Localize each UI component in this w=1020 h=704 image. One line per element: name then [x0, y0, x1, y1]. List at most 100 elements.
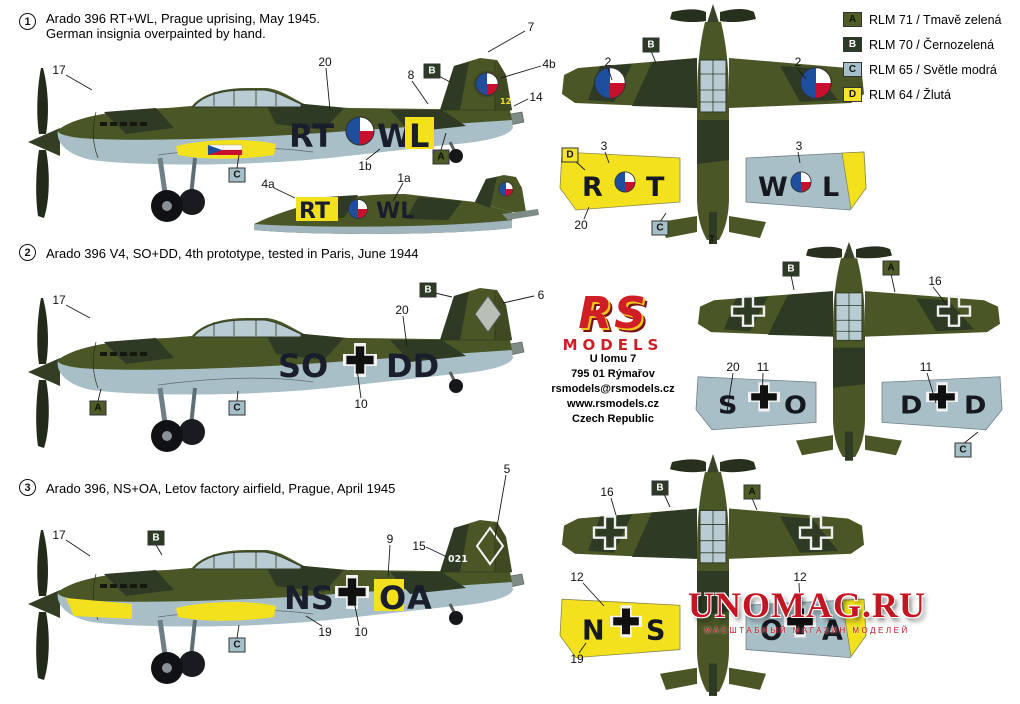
- color-badge: B: [782, 261, 800, 277]
- callout-number: 3: [795, 139, 803, 153]
- profile-1-side-view: 12 RT W L: [8, 38, 548, 248]
- callout-number: 11: [756, 360, 770, 374]
- top-view-3: N S O A: [559, 453, 867, 697]
- lower-wing-code: S: [718, 391, 737, 420]
- lower-wing-code: O: [784, 391, 807, 420]
- fin-roundel: [475, 72, 499, 96]
- inset-roundel: [348, 199, 368, 219]
- fuselage-code-left: SO: [278, 347, 328, 385]
- color-badge: A: [743, 484, 761, 500]
- callout-number: 16: [928, 274, 942, 288]
- callout-number: 4a: [261, 177, 275, 191]
- czech-flag-triangle: [208, 145, 222, 155]
- lower-wing-roundel-right: [790, 171, 812, 193]
- lower-wing-code: A: [822, 615, 843, 646]
- legend-label: RLM 70 / Černozelená: [869, 37, 995, 52]
- callout-number: 17: [52, 528, 66, 542]
- color-badge: B: [423, 63, 441, 79]
- section-3-title: Arado 396, NS+OA, Letov factory airfield…: [46, 481, 396, 496]
- profile-3-side-view: 021 NS O A: [8, 500, 548, 704]
- yellow-wingtip: [841, 598, 867, 658]
- color-badge: B: [651, 480, 669, 496]
- callout-number: 5: [503, 462, 511, 476]
- callout-number: 4b: [542, 57, 556, 71]
- section-2-number: 2: [19, 244, 36, 261]
- lower-wing-left: [695, 376, 817, 431]
- callout-number: 1a: [397, 171, 411, 185]
- callout-number: 20: [726, 360, 740, 374]
- address-line: rsmodels@rsmodels.cz: [551, 383, 675, 395]
- yellow-wingtip: [841, 151, 867, 211]
- yellow-code-panel: [405, 117, 434, 149]
- callout-number: 17: [52, 63, 66, 77]
- watermark: UNOMAG.RU МАСШТАБНЫЙ МАГАЗИН МОДЕЛЕЙ: [676, 586, 938, 635]
- lower-wing-roundel-left: [614, 171, 636, 193]
- legend-label: RLM 71 / Tmavě zelená: [869, 12, 1002, 27]
- callout-number: 12: [793, 570, 807, 584]
- callout-number: 20: [318, 55, 332, 69]
- watermark-subtitle: МАСШТАБНЫЙ МАГАЗИН МОДЕЛЕЙ: [704, 626, 910, 635]
- lower-wing-code: N: [582, 615, 605, 646]
- lower-wing-code: T: [646, 172, 665, 203]
- address-line: 795 01 Rýmařov: [571, 368, 655, 380]
- fin-number: 021: [448, 554, 468, 565]
- brand-logo: RS MODELS: [546, 288, 680, 355]
- legend-label: RLM 65 / Světle modrá: [869, 62, 997, 77]
- top-view-2: S O D D: [695, 241, 1003, 462]
- inset-yellow-panel: [296, 197, 338, 221]
- lower-wing-code: D: [964, 391, 986, 420]
- callout-number: 12: [570, 570, 584, 584]
- callout-number: 10: [354, 625, 368, 639]
- lower-wing-code: R: [582, 172, 603, 203]
- color-swatch: D: [843, 87, 862, 102]
- legend-label: RLM 64 / Žlutá: [869, 87, 951, 102]
- wing-roundel-left: [594, 67, 626, 99]
- callout-number: 7: [707, 233, 715, 247]
- callout-number: 3: [600, 139, 608, 153]
- top-view-1: R T W L: [559, 3, 867, 245]
- inset-fin-roundel: [498, 181, 514, 197]
- brand-logo-rs: RS: [578, 288, 648, 339]
- fuselage-roundel: [345, 116, 375, 146]
- section-1-number: 1: [19, 13, 36, 30]
- callout-number: 6: [537, 288, 545, 302]
- color-badge: D: [561, 147, 579, 163]
- yellow-cowl-panel: [66, 598, 132, 619]
- color-legend: A RLM 71 / Tmavě zelená B RLM 70 / Černo…: [843, 12, 1019, 112]
- callout-number: 2: [794, 55, 802, 69]
- profile-2-side-view: SO DD: [8, 268, 548, 478]
- callout-number: 15: [412, 539, 426, 553]
- legend-item: A RLM 71 / Tmavě zelená: [843, 12, 1019, 27]
- color-swatch: B: [843, 37, 862, 52]
- color-badge: C: [954, 442, 972, 458]
- wing-roundel-right: [800, 67, 832, 99]
- czech-flag-stripe-red: [208, 150, 242, 155]
- fuselage-code-left: RT: [289, 117, 334, 155]
- section-3-number: 3: [19, 479, 36, 496]
- lower-wing-code: S: [646, 615, 665, 646]
- color-badge: B: [147, 530, 165, 546]
- legend-item: C RLM 65 / Světle modrá: [843, 62, 1019, 77]
- color-badge: C: [651, 220, 669, 236]
- lower-wing-code: O: [760, 615, 783, 646]
- callout-number: 8: [407, 68, 415, 82]
- lower-wing-code: W: [758, 172, 788, 203]
- yellow-wing-root: [176, 602, 276, 621]
- fuselage-code-a: A: [407, 579, 432, 617]
- callout-number: 16: [600, 485, 614, 499]
- address-line: Czech Republic: [572, 413, 654, 425]
- callout-number: 20: [395, 303, 409, 317]
- callout-number: 7: [527, 20, 535, 34]
- section-1-title: Arado 396 RT+WL, Prague uprising, May 19…: [46, 11, 320, 41]
- manufacturer-address: U lomu 7 795 01 Rýmařov rsmodels@rsmodel…: [546, 352, 680, 427]
- callout-number: 19: [318, 625, 332, 639]
- section-1-title-line1: Arado 396 RT+WL, Prague uprising, May 19…: [46, 11, 320, 26]
- section-1-title-line2: German insignia overpainted by hand.: [46, 26, 266, 41]
- watermark-title: UNOMAG.RU: [688, 585, 926, 625]
- color-badge: A: [882, 260, 900, 276]
- fuselage-code-right: DD: [386, 347, 439, 385]
- fin-number: 12: [500, 97, 511, 106]
- lower-wing-left: [559, 598, 681, 659]
- fuselage-code-l: L: [409, 117, 429, 155]
- callout-number: 11: [919, 360, 933, 374]
